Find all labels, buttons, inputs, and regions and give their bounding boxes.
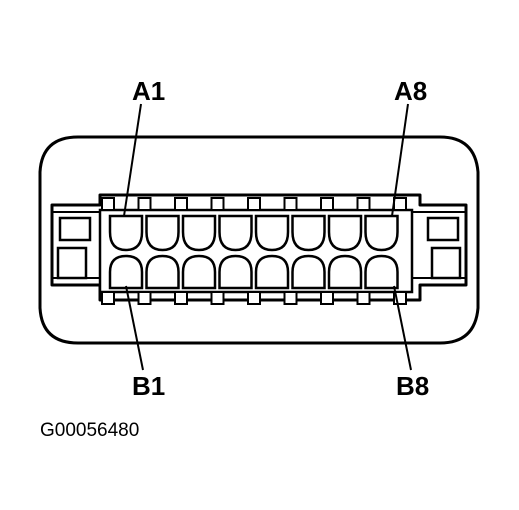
bottom-tab (174, 291, 188, 305)
pin-row-b (108, 254, 399, 290)
leader-line-b8 (393, 285, 412, 371)
leader-line-b1 (125, 285, 144, 371)
right-latch (426, 216, 462, 280)
top-tab (283, 197, 298, 211)
pin-cavity-b2 (145, 254, 180, 290)
pin-cavity-a6 (291, 214, 326, 252)
label-b1: B1 (132, 371, 165, 401)
pin-cavity-a8 (364, 214, 399, 252)
bottom-tab (356, 291, 371, 305)
pin-cavity-a1 (108, 214, 144, 252)
bottom-tab (247, 291, 261, 305)
pin-cavity-a7 (327, 214, 363, 252)
pin-cavity-b1 (108, 254, 144, 290)
top-tab (247, 197, 261, 211)
pin-cavity-b7 (327, 254, 363, 290)
top-tab (137, 197, 152, 211)
top-tab (210, 197, 225, 211)
left-latch (56, 216, 92, 280)
pin-cavity-a2 (145, 214, 180, 252)
leader-line-a8 (391, 103, 409, 217)
pin-cavity-b5 (254, 254, 290, 290)
pin-row-a (108, 214, 399, 252)
pin-cavity-a5 (254, 214, 290, 252)
bottom-tab (283, 291, 298, 305)
bottom-tab (101, 291, 115, 305)
top-tab (320, 197, 334, 211)
top-tab (356, 197, 371, 211)
bottom-tab (137, 291, 152, 305)
label-b8: B8 (396, 371, 429, 401)
pin-cavity-a4 (218, 214, 253, 252)
bottom-tab (320, 291, 334, 305)
pin-cavity-b3 (181, 254, 217, 290)
bottom-tab (210, 291, 225, 305)
figure-id: G00056480 (40, 420, 139, 441)
pin-cavity-b8 (364, 254, 399, 290)
label-a1: A1 (132, 76, 165, 106)
pin-cavity-b4 (218, 254, 253, 290)
leader-line-a1 (123, 103, 142, 217)
pin-cavity-b6 (291, 254, 326, 290)
connector-outer-housing (38, 135, 480, 345)
pin-cavity-a3 (181, 214, 217, 252)
top-tab (101, 197, 115, 211)
top-tab (174, 197, 188, 211)
label-a8: A8 (394, 76, 427, 106)
top-tab-row (101, 197, 407, 211)
top-tab (393, 197, 407, 211)
bottom-tab-row (101, 291, 407, 305)
